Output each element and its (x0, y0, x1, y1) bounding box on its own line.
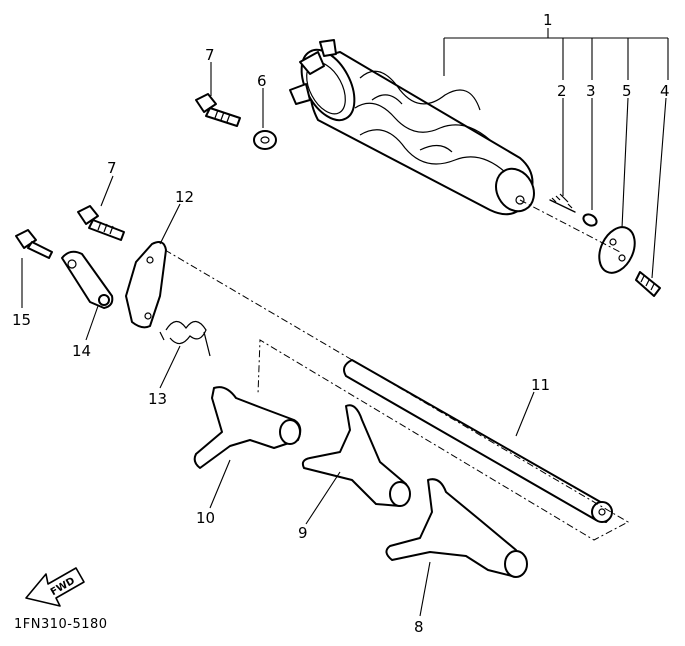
callout-6: 6 (257, 72, 267, 90)
return-spring (159, 320, 211, 357)
callout-4: 4 (660, 82, 670, 100)
drum-screw (635, 271, 661, 297)
assembly-line-drum (519, 199, 621, 253)
callout-15: 15 (12, 311, 31, 329)
shift-fork-8 (385, 478, 528, 578)
shift-plate (125, 241, 167, 329)
callout-8: 8 (414, 618, 424, 636)
forward-arrow-icon: FWD (25, 567, 85, 607)
callout-7-lower: 7 (107, 159, 117, 177)
bolt-15 (15, 229, 53, 259)
callout-10: 10 (196, 509, 215, 527)
fork-shaft (343, 359, 613, 523)
callout-12: 12 (175, 188, 194, 206)
callout-numbers: 1 2 3 4 5 6 7 7 8 9 10 11 12 13 14 15 (12, 11, 670, 636)
callout-1: 1 (543, 11, 553, 29)
callout-2: 2 (557, 82, 567, 100)
shift-fork-9 (301, 404, 411, 507)
leader-lines (21, 28, 669, 617)
callout-14: 14 (72, 342, 91, 360)
callout-9: 9 (298, 524, 308, 542)
drum-pin (582, 213, 598, 227)
drum-spring (549, 193, 576, 213)
shift-fork-10 (193, 386, 302, 469)
bolt-upper (195, 93, 241, 127)
assembly-line-shaft (164, 249, 630, 541)
washer (253, 130, 277, 150)
callout-13: 13 (148, 390, 167, 408)
stopper-lever (61, 250, 114, 309)
drawing-code: 1FN310-5180 (14, 617, 108, 632)
callout-5: 5 (622, 82, 632, 100)
callout-7-upper: 7 (205, 46, 215, 64)
shift-drum (289, 39, 535, 216)
bolt-lower (77, 205, 125, 241)
callout-11: 11 (531, 376, 550, 394)
callout-3: 3 (586, 82, 596, 100)
